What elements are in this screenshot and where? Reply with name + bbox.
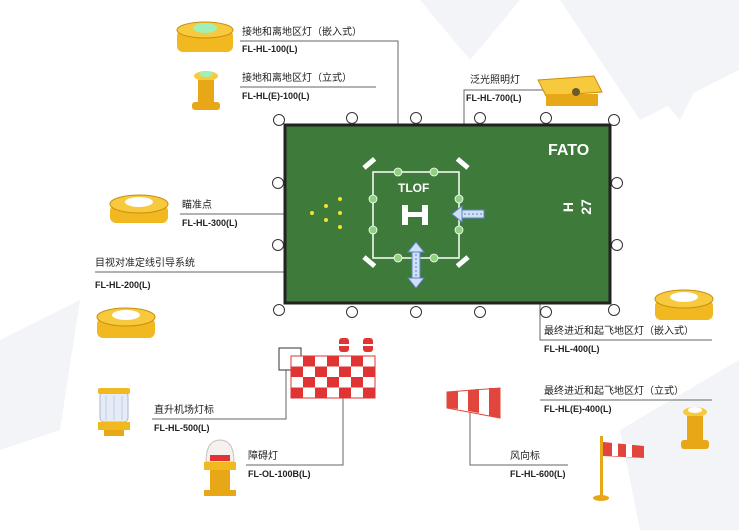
fato-edge-light	[272, 177, 284, 189]
photo-obstacle-light	[204, 439, 236, 496]
code-flood: FL-HL-700(L)	[466, 93, 522, 103]
aiming-dot	[324, 204, 328, 208]
floodlight-bar	[455, 156, 470, 170]
code-td-elev: FL-HL(E)-100(L)	[242, 91, 310, 101]
leader-obstacle	[246, 385, 344, 466]
fato-edge-light	[410, 112, 422, 124]
fato-edge-light	[540, 306, 552, 318]
aiming-dot	[324, 218, 328, 222]
photo-aiming-light	[109, 194, 169, 223]
code-windsock: FL-HL-600(L)	[510, 469, 566, 479]
tlof-lights	[368, 167, 464, 263]
tlof-light	[429, 167, 439, 177]
fato-edge-light	[540, 112, 552, 124]
fato-pad	[272, 112, 623, 318]
tlof-light	[368, 194, 378, 204]
aiming-dot	[338, 225, 342, 229]
leader-windsock	[469, 405, 568, 466]
fato-edge-lights	[272, 112, 623, 318]
label-aiming: 瞄准点	[182, 200, 212, 211]
photo-fato-inset	[654, 289, 714, 320]
tlof-light	[454, 194, 464, 204]
fato-label: FATO	[548, 142, 590, 159]
tlof-label: TLOF	[398, 181, 430, 195]
label-fato-elev: 最终进近和起飞地区灯（立式）	[544, 386, 684, 397]
alignment-arrow-vertical	[406, 241, 426, 289]
alignment-arrow-horizontal	[451, 204, 485, 224]
label-flood: 泛光照明灯	[470, 75, 520, 86]
fato-edge-light	[474, 112, 486, 124]
label-alignment: 目视对准定线引导系统	[95, 258, 195, 269]
photo-alignment-light	[96, 307, 156, 338]
code-fato-elev: FL-HL(E)-400(L)	[544, 404, 612, 414]
code-obstacle: FL-OL-100B(L)	[248, 469, 311, 479]
fato-edge-light	[474, 306, 486, 318]
fato-edge-light	[611, 177, 623, 189]
label-fato-inset: 最终进近和起飞地区灯（嵌入式）	[544, 326, 694, 337]
floodlight-bar	[455, 255, 470, 269]
checkered-panel	[290, 355, 376, 399]
floodlight-bar	[362, 255, 377, 269]
designation-letter: H	[560, 201, 577, 213]
aiming-point-lights	[310, 197, 342, 229]
windsock-symbol	[446, 387, 501, 419]
aiming-dot	[338, 211, 342, 215]
label-beacon: 直升机场灯标	[154, 405, 214, 416]
tlof-light	[454, 225, 464, 235]
photo-fato-elev	[681, 407, 709, 449]
aiming-dot	[310, 211, 314, 215]
fato-edge-light	[346, 306, 358, 318]
code-aiming: FL-HL-300(L)	[182, 218, 238, 228]
photo-td-inset	[176, 21, 234, 52]
fato-edge-light	[608, 114, 620, 126]
fato-edge-light	[346, 112, 358, 124]
fato-edge-light	[410, 306, 422, 318]
obstacle-marker-panel	[278, 338, 376, 399]
fato-edge-light	[273, 304, 285, 316]
code-alignment: FL-HL-200(L)	[95, 280, 151, 290]
photo-beacon	[98, 388, 130, 436]
designation-number: 27	[577, 199, 594, 215]
photo-windsock	[593, 436, 644, 501]
code-fato-inset: FL-HL-400(L)	[544, 344, 600, 354]
fato-edge-light	[611, 239, 623, 251]
fato-edge-light	[608, 304, 620, 316]
h-marking	[402, 205, 428, 225]
photo-td-elev	[192, 71, 220, 110]
aiming-dot	[338, 197, 342, 201]
fato-edge-light	[272, 239, 284, 251]
code-beacon: FL-HL-500(L)	[154, 423, 210, 433]
floodlight-bars	[362, 156, 470, 269]
label-obstacle: 障碍灯	[248, 451, 278, 462]
fato-edge-light	[273, 114, 285, 126]
label-td-inset: 接地和离地区灯（嵌入式）	[242, 27, 362, 38]
leader-beacon	[152, 370, 287, 420]
code-td-inset: FL-HL-100(L)	[242, 44, 298, 54]
obstacle-lamps	[339, 338, 373, 352]
tlof-light	[393, 167, 403, 177]
tlof-light	[393, 253, 403, 263]
photo-floodlight	[537, 75, 603, 106]
floodlight-bar	[362, 156, 377, 170]
label-windsock: 风向标	[510, 451, 540, 462]
label-td-elev: 接地和离地区灯（立式）	[242, 73, 352, 84]
tlof-light	[429, 253, 439, 263]
tlof-light	[368, 225, 378, 235]
